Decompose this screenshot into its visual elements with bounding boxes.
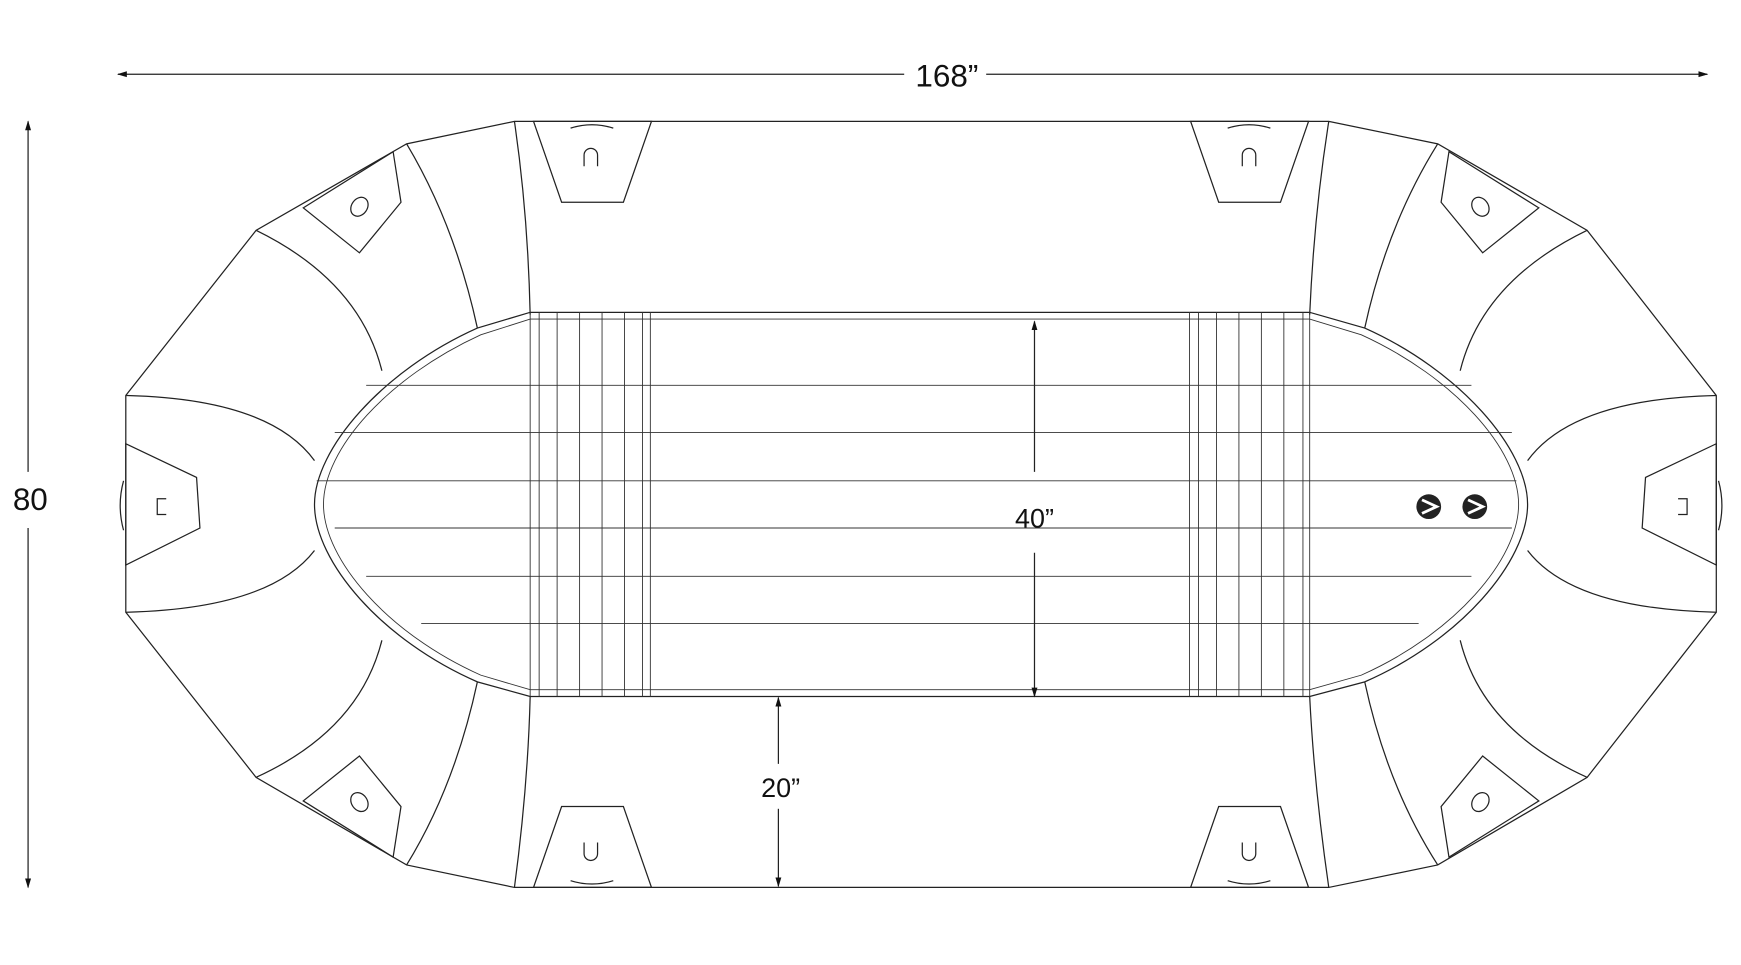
d-ring-patch-top-right bbox=[1189, 120, 1310, 203]
length-label: 168” bbox=[915, 58, 978, 93]
thwart-right bbox=[1189, 312, 1311, 697]
d-ring-patches bbox=[119, 120, 1723, 889]
d-ring-patch-bottom-left bbox=[532, 805, 653, 889]
d-ring-patch-top-left bbox=[532, 120, 653, 203]
valve-icons bbox=[1416, 494, 1488, 520]
tube-diameter-dimension: 20” bbox=[761, 696, 800, 888]
valve-icon bbox=[1462, 494, 1488, 520]
floor-outline bbox=[313, 311, 1529, 698]
d-ring-patch-diag-br bbox=[1440, 755, 1540, 859]
floor-slats bbox=[316, 384, 1517, 624]
d-ring-patch-diag-tl bbox=[302, 150, 402, 254]
d-ring-patch-bottom-right bbox=[1189, 805, 1310, 889]
length-dimension: 168” bbox=[116, 58, 1709, 93]
width-dimension: 80 bbox=[13, 120, 48, 889]
floor-inner-outline bbox=[323, 318, 1520, 691]
floor-width-label: 40” bbox=[1015, 503, 1054, 533]
tube-diameter-label: 20” bbox=[761, 773, 800, 803]
d-ring-patch-diag-bl bbox=[302, 755, 402, 859]
thwart-left bbox=[529, 312, 651, 697]
d-ring-patch-right-end bbox=[1641, 442, 1723, 567]
width-label: 80 bbox=[13, 482, 48, 517]
floor-width-dimension: 40” bbox=[1015, 320, 1054, 698]
valve-icon bbox=[1416, 494, 1442, 520]
d-ring-patch-left-end bbox=[119, 442, 201, 567]
d-ring-patch-diag-tr bbox=[1440, 150, 1540, 254]
tube-seams bbox=[125, 121, 1717, 888]
